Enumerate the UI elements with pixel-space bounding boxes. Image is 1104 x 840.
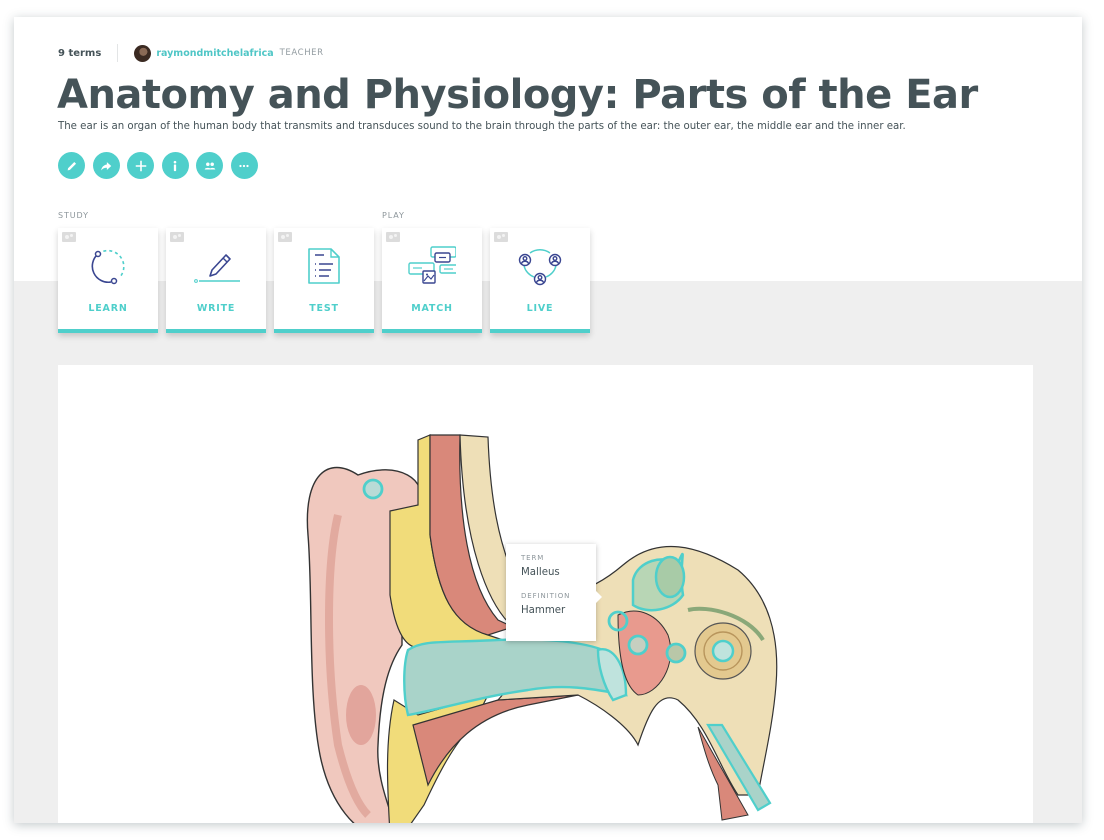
audio-icon[interactable] (62, 232, 76, 242)
term-count: 9 terms (58, 47, 102, 59)
mode-learn[interactable]: LEARN (58, 228, 158, 333)
author-avatar[interactable] (134, 44, 152, 62)
info-button[interactable] (161, 152, 189, 179)
study-section-label: STUDY (58, 211, 89, 220)
meta-divider (117, 44, 119, 62)
mode-learn-label: LEARN (88, 303, 128, 314)
mode-test-label: TEST (309, 303, 339, 314)
write-icon (194, 254, 240, 283)
plus-icon (135, 160, 146, 171)
ear-anatomy-diagram (306, 434, 778, 823)
add-button[interactable] (127, 152, 154, 179)
tooltip-definition-label: DEFINITION (521, 592, 571, 600)
study-set-page: 9 terms raymondmitchelafrica TEACHER Ana… (14, 17, 1082, 823)
mode-match-label: MATCH (411, 303, 453, 314)
tooltip-term-label: TERM (521, 554, 545, 562)
mode-write[interactable]: WRITE (166, 228, 266, 333)
audio-icon[interactable] (278, 232, 292, 242)
pencil-icon (67, 161, 76, 170)
live-icon (518, 249, 562, 286)
set-meta: 9 terms raymondmitchelafrica TEACHER (58, 43, 324, 63)
mode-match[interactable]: MATCH (382, 228, 482, 333)
mode-write-label: WRITE (196, 303, 236, 314)
ellipsis-icon (239, 164, 249, 167)
author-username-link[interactable]: raymondmitchelafrica (156, 47, 274, 59)
edit-button[interactable] (58, 152, 85, 179)
share-button[interactable] (92, 152, 120, 179)
tooltip-definition-value: Hammer (521, 605, 566, 616)
set-description: The ear is an organ of the human body th… (58, 121, 906, 132)
test-icon (308, 248, 340, 284)
share-arrow-icon (101, 161, 112, 170)
mode-test[interactable]: TEST (274, 228, 374, 333)
term-tooltip: TERM Malleus DEFINITION Hammer (506, 544, 602, 641)
audio-icon[interactable] (386, 232, 400, 242)
add-to-class-button[interactable] (196, 152, 223, 179)
learn-icon (91, 249, 125, 285)
tooltip-term-value: Malleus (521, 567, 560, 578)
mode-live[interactable]: LIVE (490, 228, 590, 333)
info-icon (173, 160, 177, 171)
set-actions-toolbar (58, 152, 258, 179)
mode-live-label: LIVE (526, 303, 554, 314)
author-role-badge: TEACHER (279, 48, 324, 58)
play-section-label: PLAY (382, 211, 405, 220)
people-icon (204, 162, 215, 169)
page-title: Anatomy and Physiology: Parts of the Ear (57, 72, 978, 118)
audio-icon[interactable] (170, 232, 184, 242)
match-icon (408, 246, 456, 284)
audio-icon[interactable] (494, 232, 508, 242)
more-options-button[interactable] (230, 152, 258, 179)
